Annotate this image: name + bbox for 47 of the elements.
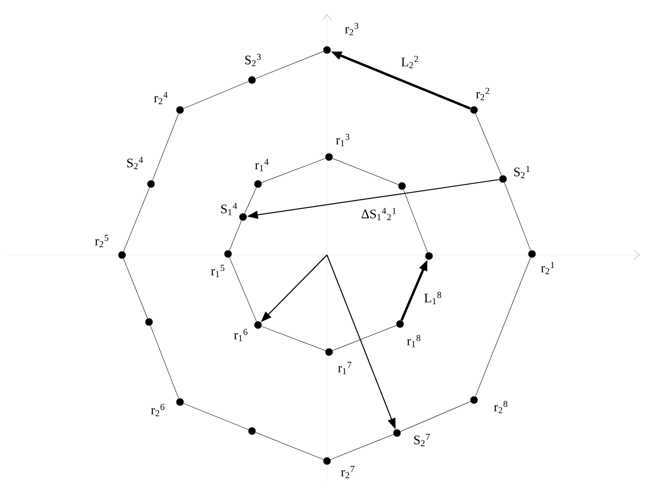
polygon-side: [123, 258, 148, 319]
point-label: r$_{2}$6: [151, 404, 164, 416]
point-label: r$_{2}$2: [476, 88, 490, 100]
point-label: r$_{1}$5: [211, 264, 224, 278]
polygon-side: [229, 257, 257, 322]
point-label: r$_{1}$8: [407, 334, 420, 348]
polygon-side: [261, 326, 326, 351]
point-label: r$_{2}$7: [341, 466, 354, 478]
polygon-side: [150, 325, 179, 399]
polygon-side: [183, 403, 249, 430]
polygon-side: [123, 187, 150, 252]
polygon-side: [183, 81, 249, 109]
point-dot: [425, 252, 433, 260]
point-label: r$_{2}$1: [541, 262, 554, 274]
point-dot: [145, 318, 153, 326]
polygon-side: [332, 158, 399, 185]
polygon-side: [475, 113, 502, 176]
point-dot: [248, 427, 256, 435]
polygon-side: [261, 158, 326, 183]
point-label: r$_{1}$4: [255, 158, 269, 172]
polygon-side: [229, 220, 242, 251]
point-label: r$_{2}$5: [95, 234, 108, 248]
point-label: r$_{1}$6: [234, 328, 248, 342]
edge-label: L$_{2}$2: [400, 54, 420, 70]
point-label: S$_{2}$4: [127, 156, 144, 170]
polygon-side: [255, 432, 324, 460]
point-label: S$_{2}$7: [414, 434, 430, 446]
polygon-side: [403, 189, 428, 253]
point-label: S$_{2}$3: [245, 54, 261, 66]
edge-label: ΔS$_{1}$421: [360, 206, 398, 222]
polygon-side: [330, 434, 394, 460]
point-label: S$_{2}$1: [514, 166, 530, 178]
polygon-side: [152, 113, 179, 181]
point-label: r$_{1}$3: [336, 134, 350, 146]
polygon-side: [332, 325, 397, 351]
point-dot: [398, 182, 406, 190]
point-label: S$_{1}$4: [221, 202, 238, 216]
polygon-side: [255, 51, 324, 79]
polygon-side: [244, 187, 257, 214]
point-label: r$_{2}$4: [154, 92, 168, 104]
polygon-side: [400, 401, 471, 432]
polygon-side: [475, 257, 531, 397]
polygon-side: [504, 182, 531, 251]
point-label: r$_{2}$8: [494, 400, 508, 414]
point-label: r$_{1}$7: [338, 362, 352, 374]
edge-label: L$_{1}$8: [422, 290, 444, 306]
point-label: r$_{2}$3: [345, 22, 358, 36]
